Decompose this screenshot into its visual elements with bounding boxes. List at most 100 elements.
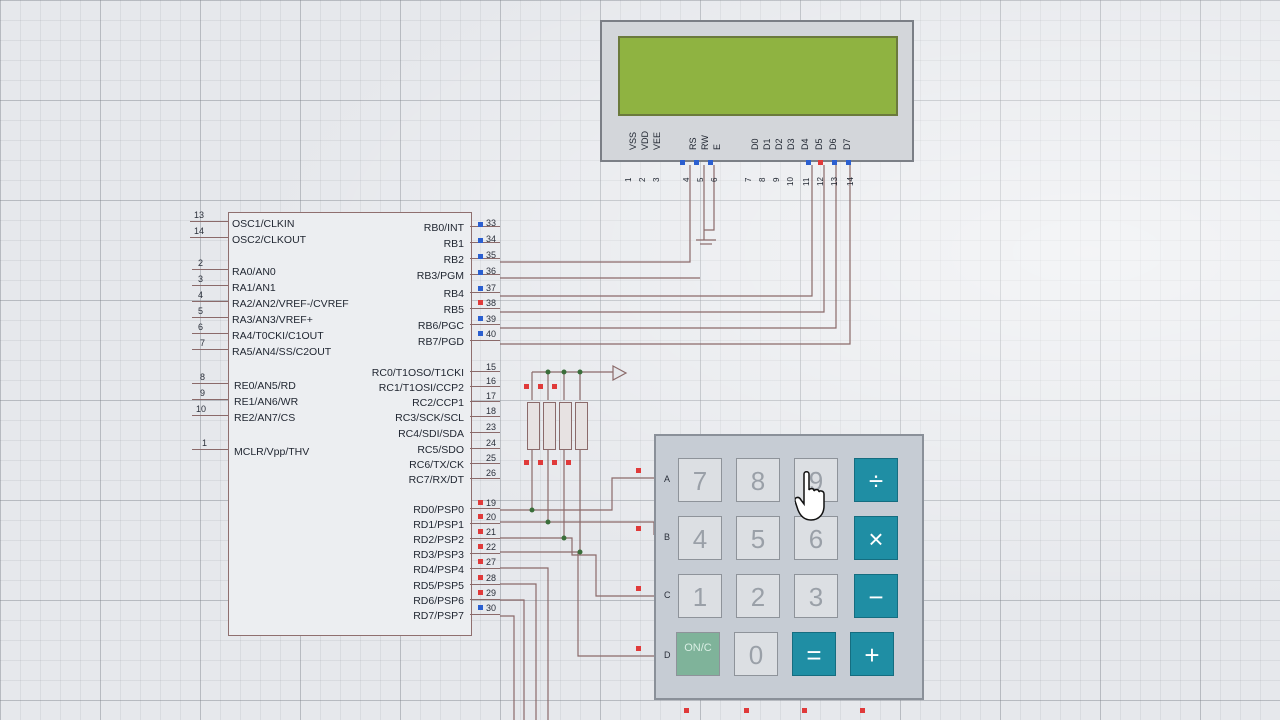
pin-marker: [680, 160, 685, 165]
pin-line: [470, 292, 500, 293]
pullup-resistor[interactable]: [543, 402, 556, 450]
pin-number: 33: [486, 218, 497, 228]
pin-line: [470, 463, 500, 464]
pin-marker: [538, 460, 543, 465]
pin-number: 36: [486, 266, 497, 276]
lcd-pin-label: D7: [842, 138, 852, 150]
pin-number: 10: [196, 404, 207, 414]
key-4[interactable]: 4: [678, 516, 722, 560]
key-subtract[interactable]: −: [854, 574, 898, 618]
pin-label: RC6/TX/CK: [409, 459, 464, 471]
pullup-resistor[interactable]: [575, 402, 588, 450]
pin-marker: [802, 708, 807, 713]
key-1[interactable]: 1: [678, 574, 722, 618]
pin-line: [470, 386, 500, 387]
pin-label: RC3/SCK/SCL: [395, 412, 464, 424]
pin-marker: [478, 254, 483, 259]
key-on-clear[interactable]: ON/C: [676, 632, 720, 676]
pin-number: 9: [200, 388, 206, 398]
pin-line: [192, 317, 228, 318]
key-5[interactable]: 5: [736, 516, 780, 560]
pin-marker: [846, 160, 851, 165]
pin-line: [470, 614, 500, 615]
pin-label: RD5/PSP5: [413, 580, 464, 592]
key-6[interactable]: 6: [794, 516, 838, 560]
pin-number: 21: [486, 527, 497, 537]
pin-label: RD1/PSP1: [413, 519, 464, 531]
pin-marker: [478, 559, 483, 564]
pin-marker: [694, 160, 699, 165]
pin-line: [470, 308, 500, 309]
pin-number: 4: [198, 290, 204, 300]
pin-label: RE0/AN5/RD: [234, 380, 296, 392]
pin-line: [192, 415, 228, 416]
pin-label: RC7/RX/DT: [408, 474, 464, 486]
key-3[interactable]: 3: [794, 574, 838, 618]
pin-marker: [684, 708, 689, 713]
pin-marker: [478, 316, 483, 321]
pin-marker: [478, 286, 483, 291]
pin-number: 15: [486, 362, 497, 372]
pin-line: [470, 599, 500, 600]
pin-marker: [478, 575, 483, 580]
pin-number: 35: [486, 250, 497, 260]
pin-line: [470, 371, 500, 372]
pin-line: [470, 432, 500, 433]
pin-label: RA5/AN4/SS/C2OUT: [232, 346, 332, 358]
calculator-keypad[interactable]: A B C D 7 8 9 ÷ 4 5 6 × 1 2 3 − ON/C 0 =…: [654, 434, 924, 700]
key-7[interactable]: 7: [678, 458, 722, 502]
pin-line: [470, 340, 500, 341]
lcd-screen: [618, 36, 898, 116]
lcd-pin-label: D4: [800, 138, 810, 150]
pic-microcontroller[interactable]: [228, 212, 472, 636]
pin-number: 34: [486, 234, 497, 244]
key-2[interactable]: 2: [736, 574, 780, 618]
pin-marker: [478, 590, 483, 595]
lcd-pin-label: D5: [814, 138, 824, 150]
pin-marker: [478, 605, 483, 610]
pin-marker: [478, 514, 483, 519]
pin-label: RC2/CCP1: [412, 397, 464, 409]
key-divide[interactable]: ÷: [854, 458, 898, 502]
pin-label: RB0/INT: [423, 222, 464, 234]
pin-line: [470, 242, 500, 243]
pin-line: [192, 449, 228, 450]
pin-marker: [744, 708, 749, 713]
pin-number: 27: [486, 557, 497, 567]
pin-line: [470, 568, 500, 569]
pin-number: 22: [486, 542, 497, 552]
lcd-pin-label: D0: [750, 138, 760, 150]
pin-line: [470, 448, 500, 449]
pin-label: RA2/AN2/VREF-/CVREF: [232, 298, 349, 310]
pin-line: [192, 301, 228, 302]
pin-number: 13: [194, 210, 205, 220]
key-add[interactable]: +: [850, 632, 894, 676]
pin-label: RD7/PSP7: [413, 610, 464, 622]
pin-label: RE2/AN7/CS: [234, 412, 296, 424]
pin-marker: [478, 270, 483, 275]
lcd-pin-number: 10: [786, 177, 795, 186]
pin-marker: [552, 460, 557, 465]
pin-label: MCLR/Vpp/THV: [234, 446, 310, 458]
pullup-resistor[interactable]: [559, 402, 572, 450]
key-multiply[interactable]: ×: [854, 516, 898, 560]
pin-label: OSC1/CLKIN: [232, 218, 295, 230]
key-equals[interactable]: =: [792, 632, 836, 676]
pin-label: RA4/T0CKI/C1OUT: [232, 330, 324, 342]
pin-line: [470, 258, 500, 259]
lcd-display[interactable]: VSS VDD VEE RS RW E D0 D1 D2 D3 D4 D5 D6…: [600, 20, 914, 162]
pin-line: [470, 478, 500, 479]
pin-marker: [478, 238, 483, 243]
pin-marker: [538, 384, 543, 389]
key-8[interactable]: 8: [736, 458, 780, 502]
lcd-pin-number: 13: [830, 177, 839, 186]
pin-number: 39: [486, 314, 497, 324]
key-0[interactable]: 0: [734, 632, 778, 676]
pin-marker: [806, 160, 811, 165]
lcd-pin-label: E: [712, 143, 722, 150]
pullup-resistor[interactable]: [527, 402, 540, 450]
lcd-pin-number: 9: [772, 177, 781, 182]
pin-marker: [636, 586, 641, 591]
pin-number: 19: [486, 498, 497, 508]
